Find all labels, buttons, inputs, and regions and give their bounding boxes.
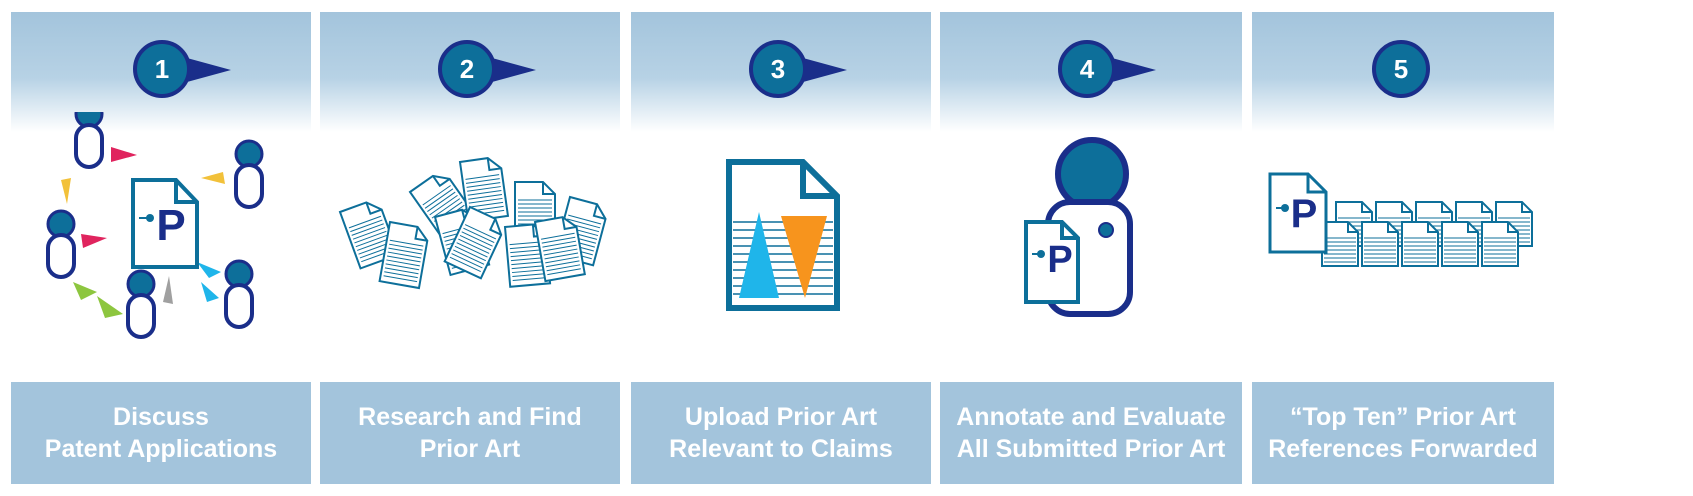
caption-line-2: Prior Art — [419, 435, 521, 463]
caption-line-1: Upload Prior Art — [684, 403, 878, 431]
document-pile-icon — [320, 112, 620, 382]
people-discussing-document-icon: P — [11, 112, 311, 382]
caption-line-2: References Forwarded — [1268, 435, 1538, 463]
document-with-ten-references-icon: P — [1252, 112, 1554, 382]
step-arrow-icon — [187, 58, 231, 82]
step-number-badge: 3 — [749, 40, 807, 98]
caption-line-2: All Submitted Prior Art — [956, 435, 1226, 463]
step-caption: Research and Find Prior Art — [320, 382, 620, 484]
document-letter: P — [1291, 192, 1318, 236]
document-with-triangles-icon — [631, 112, 931, 382]
step-number-badge: 5 — [1372, 40, 1430, 98]
caption-line-1: Research and Find — [358, 403, 582, 431]
caption-line-2: Relevant to Claims — [669, 435, 893, 463]
step-panel-1: 1 — [11, 12, 311, 484]
step-caption: Annotate and Evaluate All Submitted Prio… — [940, 382, 1242, 484]
caption-line-1: Annotate and Evaluate — [956, 403, 1226, 431]
person-holding-document-icon: P — [940, 112, 1242, 382]
step-caption: Upload Prior Art Relevant to Claims — [631, 382, 931, 484]
step-arrow-icon — [803, 58, 847, 82]
step-number-badge: 1 — [133, 40, 191, 98]
step-panel-4: 4 P Annotate and Evaluate All Submitted … — [940, 12, 1242, 484]
step-panel-5: 5 — [1252, 12, 1554, 484]
step-panel-3: 3 Upload Prior Art Relevant to Claims — [631, 12, 931, 484]
step-arrow-icon — [492, 58, 536, 82]
step-number-badge: 2 — [438, 40, 496, 98]
document-letter: P — [1047, 239, 1072, 281]
step-arrow-icon — [1112, 58, 1156, 82]
step-caption: “Top Ten” Prior Art References Forwarded — [1252, 382, 1554, 484]
caption-line-1: Discuss — [113, 403, 209, 431]
caption-line-1: “Top Ten” Prior Art — [1290, 403, 1516, 431]
step-panel-2: 2 — [320, 12, 620, 484]
step-caption: Discuss Patent Applications — [11, 382, 311, 484]
caption-line-2: Patent Applications — [44, 435, 278, 463]
document-letter: P — [156, 201, 185, 250]
step-number-badge: 4 — [1058, 40, 1116, 98]
